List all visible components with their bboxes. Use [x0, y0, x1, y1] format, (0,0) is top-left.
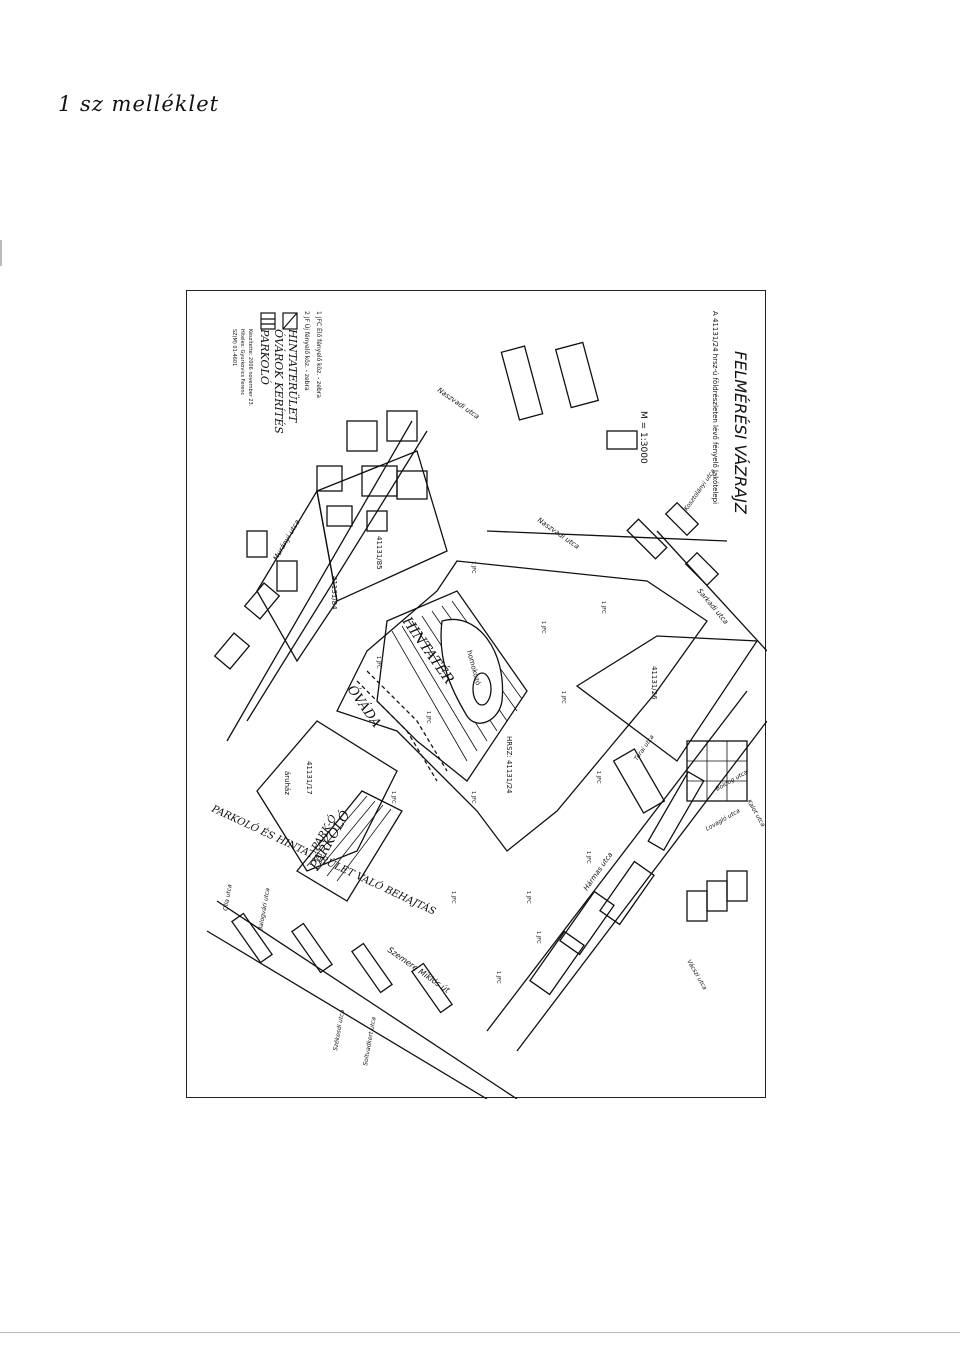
site-map[interactable]: FELMÉRÉSI VÁZRAJZ A 41131/24 hrsz-ú föld…	[187, 291, 767, 1099]
map-subtitle: A 41131/24 hrsz-ú földrészleten lévő fén…	[711, 311, 720, 504]
map-title: FELMÉRÉSI VÁZRAJZ	[731, 351, 750, 515]
legend-item: Készítette: 2006 november 23.	[247, 329, 254, 407]
street-label: Vácszi utca	[685, 959, 708, 992]
tree-marker: 1 JFC	[535, 931, 541, 944]
tree-marker: 1 JFC	[525, 891, 531, 904]
parcel-label: 41131/84	[330, 576, 338, 610]
parcel-41131-84	[256, 489, 338, 663]
road-naszvadi	[486, 530, 728, 542]
legend-grid-symbol	[260, 312, 276, 330]
street-label: Sarkadi utca	[695, 587, 729, 626]
street-label: Lovagló utca	[705, 807, 742, 832]
parcel-41131-26	[575, 635, 759, 762]
legend-item: 1 JFC Élő fényelő köz. - zebra	[315, 311, 323, 398]
tree-marker: 1 JFC	[595, 771, 601, 784]
handwritten-note: PARKOLÓ ÉS HINTATERÜLET VALÓ BEHAJTÁS	[209, 802, 438, 917]
tree-marker: 1 JFC	[495, 971, 501, 984]
parcel-41131-24	[336, 560, 708, 852]
parcel-label: 41131/85	[375, 536, 383, 570]
legend-item: SZ(M) 01-4601	[231, 329, 237, 366]
tree-marker: 1 JFC	[375, 656, 381, 669]
street-label: Soltvadkert utca	[362, 1016, 378, 1066]
road-szemere-outer	[216, 900, 518, 1099]
street-label: Székesdi utca	[332, 1009, 346, 1051]
tree-marker: 1 JFC	[450, 891, 456, 904]
sandpit	[440, 618, 504, 724]
legend-item: HINTATERÜLET	[286, 328, 300, 424]
tree-marker: 1 JFC	[470, 561, 476, 574]
kindergarten-path	[366, 670, 448, 772]
street-label: Kalot utca	[745, 799, 766, 829]
street-label: Balogvári utca	[257, 887, 271, 931]
page-edge-mark	[0, 1332, 960, 1333]
legend-item: 2 JF Új fényelő köz. - zebra	[303, 311, 310, 391]
street-label: Szemere Miklós út	[386, 944, 453, 995]
legend-hatch-symbol	[282, 312, 298, 330]
map-scale: M = 1:3000	[638, 411, 648, 464]
header-note: 1 sz melléklet	[58, 92, 220, 116]
parking-area	[296, 790, 403, 902]
parcel-41131-17	[256, 720, 398, 872]
tree-marker: 1 JFC	[470, 791, 476, 804]
street-label: Olla utca	[222, 883, 234, 911]
page-edge-mark	[0, 240, 2, 266]
road-szemere-inner	[206, 930, 488, 1099]
tree-marker: 1 JFC	[390, 791, 396, 804]
legend-item: ÓVÁROK KERÍTÉS	[272, 329, 286, 434]
legend-item: PARKOLÓ	[258, 328, 272, 385]
street-label: Murányi utca	[272, 518, 302, 562]
road-left-diagonal-2	[226, 420, 413, 742]
road-harmas-inner	[516, 720, 767, 1052]
map-frame: FELMÉRÉSI VÁZRAJZ A 41131/24 hrsz-ú föld…	[186, 290, 767, 1099]
legend-item: Hiteles: Gyurkovics Ferenc	[239, 329, 245, 396]
street-label: Naszvadi utca	[436, 386, 481, 421]
parcel-label: 41131/17	[305, 761, 313, 795]
tree-marker: 1 JFC	[585, 851, 591, 864]
street-label: Turai utca	[633, 734, 656, 763]
area-store: áruház	[283, 771, 291, 795]
parcel-hrsz: HRSZ: 41131/24	[505, 736, 513, 794]
tree-marker: 1 JFC	[600, 601, 606, 614]
road-sarkadi	[656, 530, 767, 652]
tree-marker: 1 JFC	[425, 711, 431, 724]
tree-marker: 1 JFC	[540, 621, 546, 634]
road-harmas-outer	[486, 690, 748, 1032]
parcel-label: 41131/26	[650, 666, 658, 700]
tree-marker: 1 JFC	[560, 691, 566, 704]
